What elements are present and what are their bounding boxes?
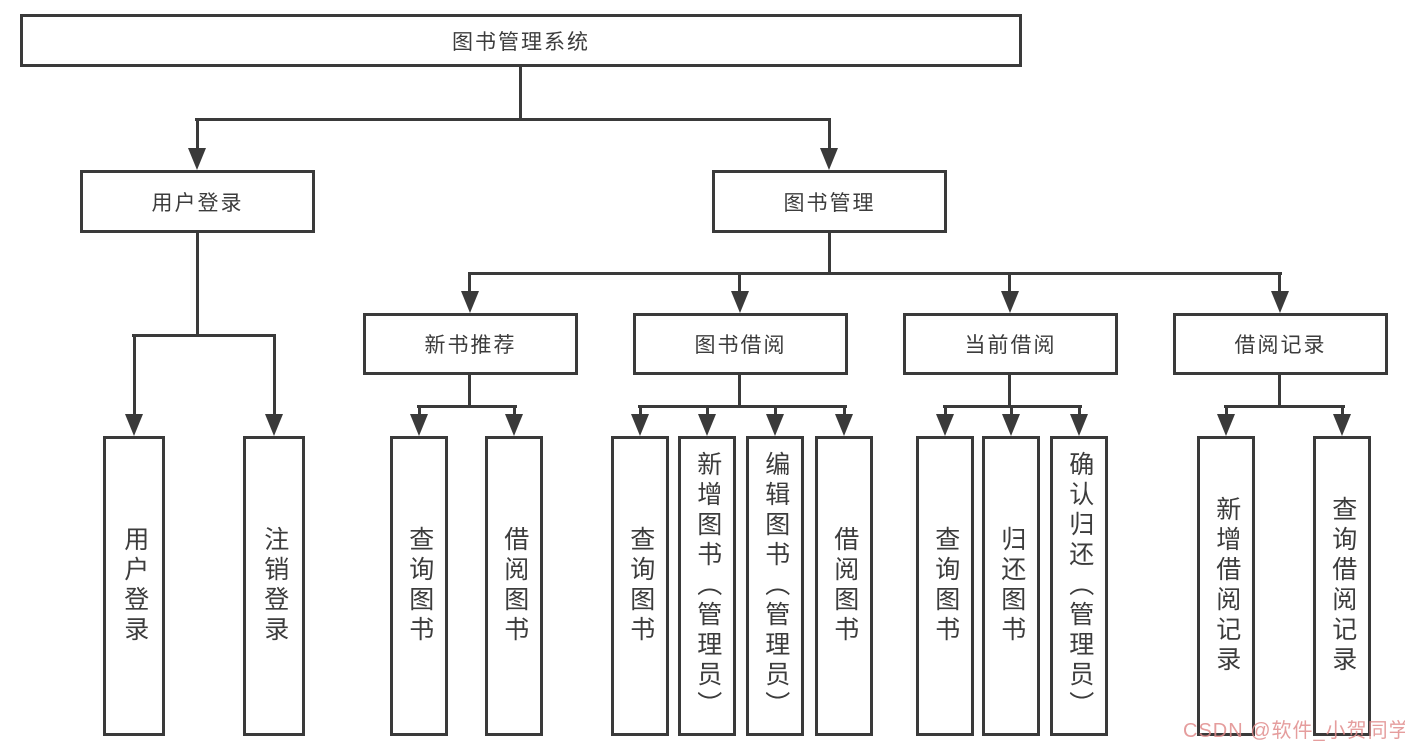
- arrow-down-icon: [1271, 291, 1289, 313]
- connector-line: [738, 272, 741, 293]
- connector-line: [196, 118, 199, 152]
- connector-line: [1224, 405, 1345, 408]
- arrow-down-icon: [265, 414, 283, 436]
- node-label: 查询图书: [405, 526, 434, 646]
- node-label: 借阅图书: [500, 526, 529, 646]
- leaf-confirm-return-admin: 确认归还（管理员）: [1050, 436, 1108, 736]
- connector-line: [639, 405, 642, 418]
- leaf-user-login: 用户登录: [103, 436, 165, 736]
- arrow-down-icon: [461, 291, 479, 313]
- node-label: 用户登录: [151, 191, 244, 215]
- leaf-add-book-admin: 新增图书（管理员）: [678, 436, 736, 736]
- arrow-down-icon: [505, 414, 523, 436]
- arrow-down-icon: [1217, 414, 1235, 436]
- node-label: 图书管理系统: [452, 30, 590, 54]
- node-label: 查询图书: [626, 526, 655, 646]
- connector-line: [738, 375, 741, 408]
- node-label: 借阅图书: [830, 526, 859, 646]
- arrow-down-icon: [698, 414, 716, 436]
- node-label: 借阅记录: [1234, 334, 1327, 357]
- connector-line: [1341, 405, 1344, 418]
- node-label: 归还图书: [997, 526, 1026, 646]
- node-label: 新增借阅记录: [1212, 496, 1241, 676]
- arrow-down-icon: [731, 291, 749, 313]
- node-label: 查询图书: [931, 526, 960, 646]
- node-label: 新增图书（管理员）: [693, 451, 722, 721]
- arrow-down-icon: [820, 148, 838, 170]
- connector-line: [1225, 405, 1228, 418]
- node-label: 当前借阅: [964, 334, 1057, 357]
- node-book-borrow: 图书借阅: [633, 313, 848, 375]
- connector-line: [1008, 375, 1011, 408]
- arrow-down-icon: [410, 414, 428, 436]
- arrow-down-icon: [835, 414, 853, 436]
- arrow-down-icon: [766, 414, 784, 436]
- arrow-down-icon: [1002, 414, 1020, 436]
- arrow-down-icon: [125, 414, 143, 436]
- connector-line: [195, 118, 831, 121]
- connector-line: [1008, 272, 1011, 293]
- node-user-login: 用户登录: [80, 170, 315, 233]
- arrow-down-icon: [936, 414, 954, 436]
- leaf-edit-book-admin: 编辑图书（管理员）: [746, 436, 804, 736]
- node-current-borrow: 当前借阅: [903, 313, 1118, 375]
- arrow-down-icon: [1333, 414, 1351, 436]
- connector-line: [468, 272, 471, 293]
- node-label: 用户登录: [120, 526, 149, 646]
- connector-line: [273, 334, 276, 418]
- node-borrow-record: 借阅记录: [1173, 313, 1388, 375]
- leaf-query-book-3: 查询图书: [916, 436, 974, 736]
- connector-line: [638, 405, 847, 408]
- leaf-borrow-book-2: 借阅图书: [815, 436, 873, 736]
- connector-line: [513, 405, 516, 418]
- leaf-logout: 注销登录: [243, 436, 305, 736]
- leaf-return-book: 归还图书: [982, 436, 1040, 736]
- node-new-book-recommend: 新书推荐: [363, 313, 578, 375]
- node-label: 图书借阅: [694, 334, 787, 357]
- leaf-query-book-1: 查询图书: [390, 436, 448, 736]
- csdn-watermark: CSDN @软件_小贺同学: [1183, 720, 1405, 742]
- connector-line: [1078, 405, 1081, 418]
- leaf-query-borrow-record: 查询借阅记录: [1313, 436, 1371, 736]
- node-label: 图书管理: [783, 191, 876, 215]
- arrow-down-icon: [188, 148, 206, 170]
- arrow-down-icon: [1070, 414, 1088, 436]
- leaf-query-book-2: 查询图书: [611, 436, 669, 736]
- arrow-down-icon: [1001, 291, 1019, 313]
- connector-line: [828, 118, 831, 152]
- connector-line: [1278, 272, 1281, 293]
- node-label: 新书推荐: [424, 334, 517, 357]
- node-label: 编辑图书（管理员）: [761, 451, 790, 721]
- node-book-management: 图书管理: [712, 170, 947, 233]
- connector-line: [774, 405, 777, 418]
- connector-line: [417, 405, 517, 408]
- connector-line: [132, 334, 276, 337]
- node-label: 注销登录: [260, 526, 289, 646]
- connector-line: [468, 272, 1282, 275]
- connector-line: [1010, 405, 1013, 418]
- leaf-borrow-book-1: 借阅图书: [485, 436, 543, 736]
- arrow-down-icon: [631, 414, 649, 436]
- node-root: 图书管理系统: [20, 14, 1022, 67]
- connector-line: [196, 233, 199, 337]
- connector-line: [468, 375, 471, 408]
- connector-line: [519, 65, 522, 120]
- leaf-add-borrow-record: 新增借阅记录: [1197, 436, 1255, 736]
- node-label: 查询借阅记录: [1328, 496, 1357, 676]
- connector-line: [828, 233, 831, 275]
- connector-line: [944, 405, 947, 418]
- connector-line: [843, 405, 846, 418]
- connector-line: [418, 405, 421, 418]
- connector-line: [1278, 375, 1281, 408]
- connector-line: [133, 334, 136, 418]
- connector-line: [706, 405, 709, 418]
- node-label: 确认归还（管理员）: [1065, 451, 1094, 721]
